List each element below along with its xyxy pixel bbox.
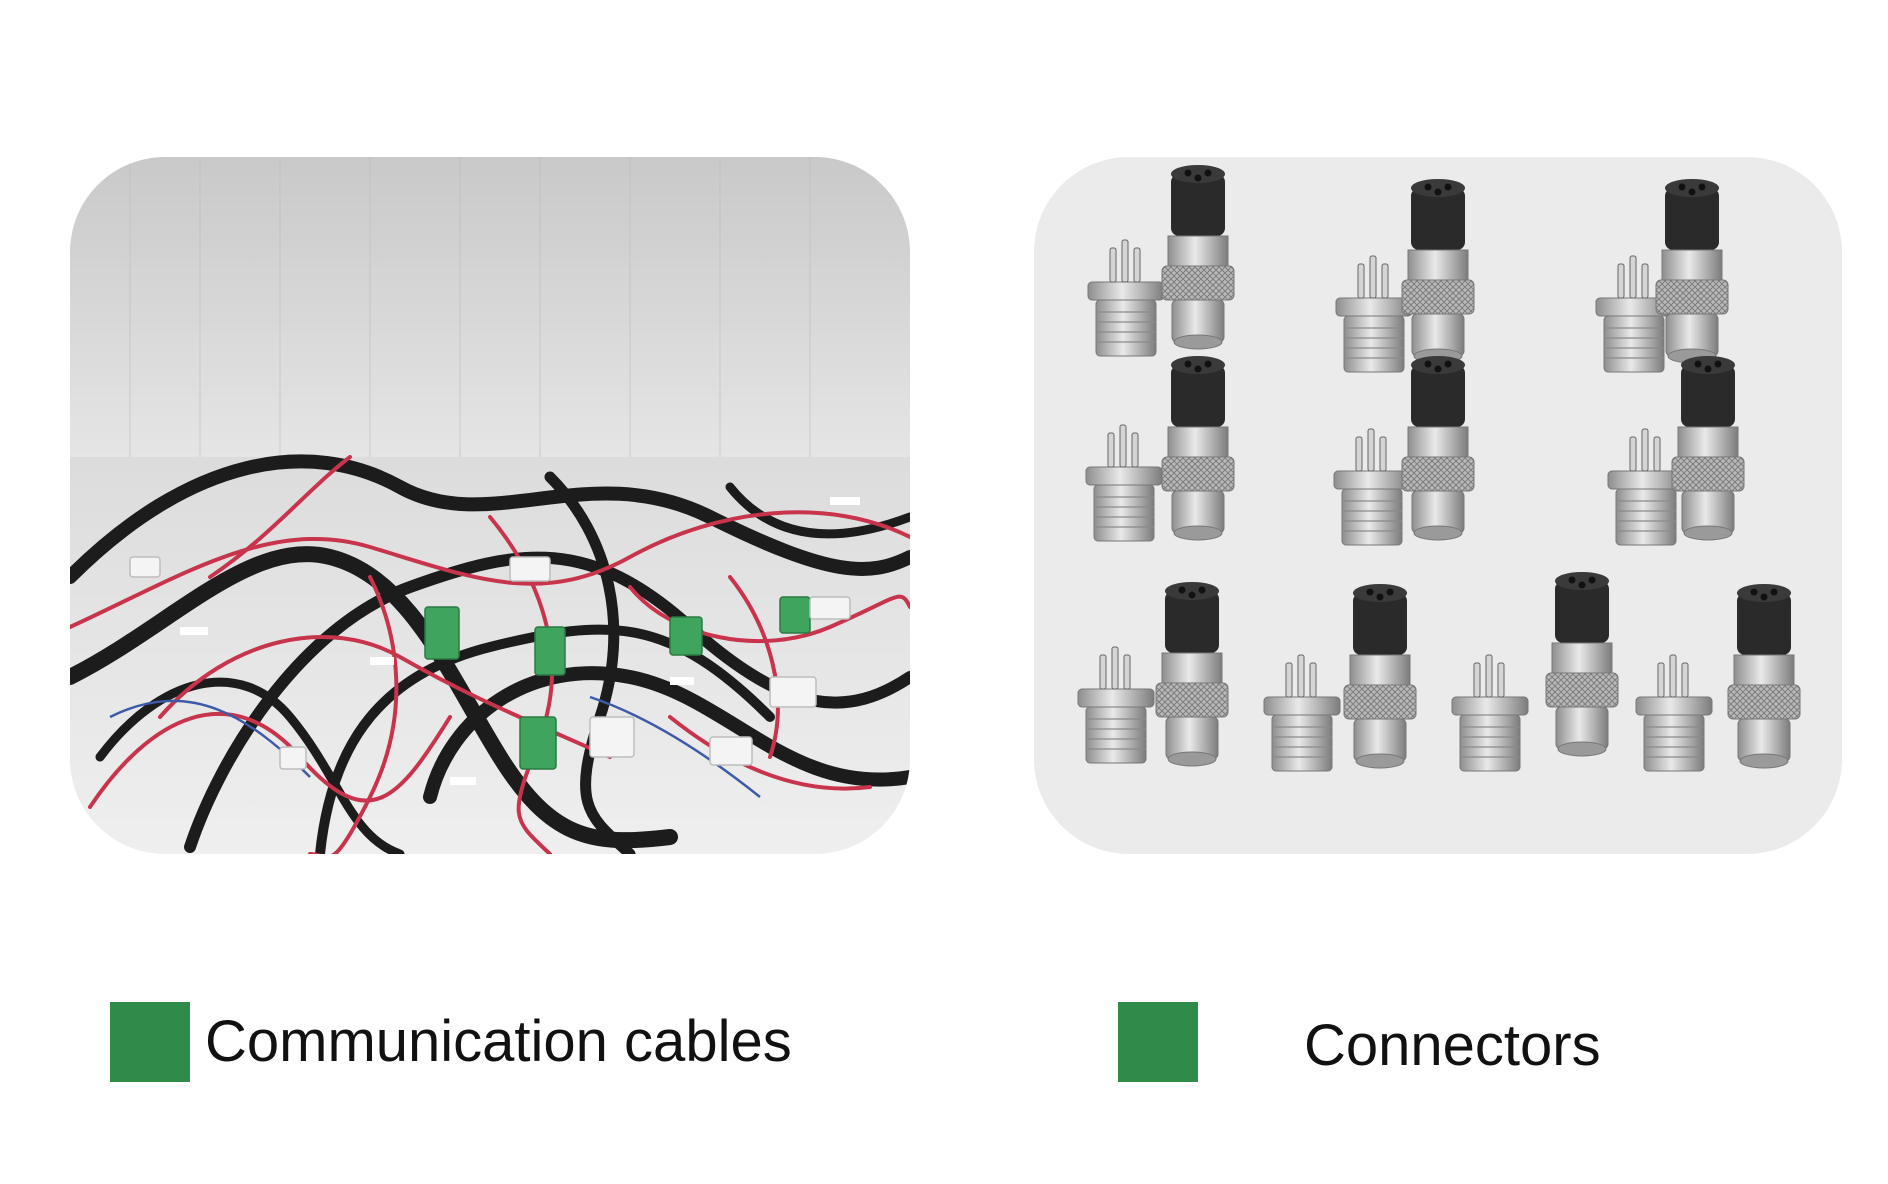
connectors-photo: [1034, 157, 1842, 854]
cable-harness-illustration: [70, 157, 910, 854]
green-square-marker: [110, 1002, 190, 1082]
green-square-marker: [1118, 1002, 1198, 1082]
cable-harness-photo: [70, 157, 910, 854]
caption-label: Connectors: [1304, 1013, 1601, 1078]
caption-label: Communication cables: [205, 1009, 792, 1074]
connectors-illustration: [1077, 164, 1801, 772]
